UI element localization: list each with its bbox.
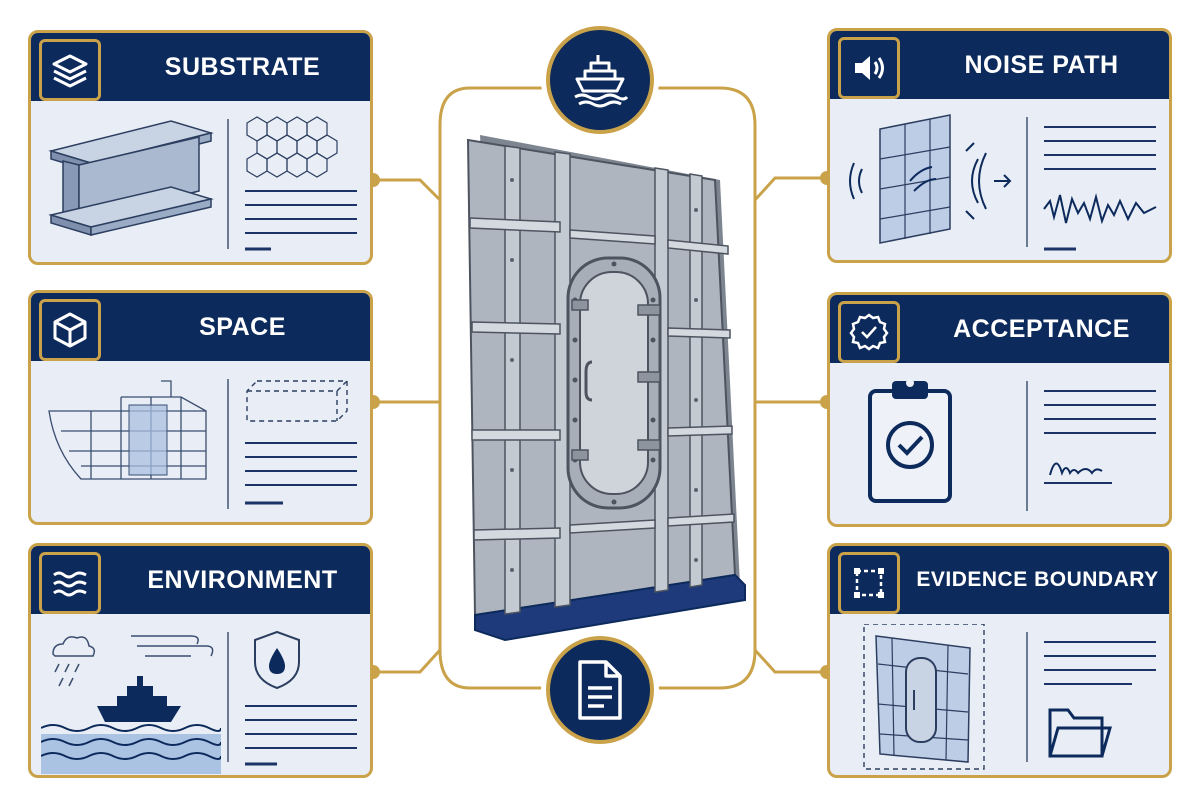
signature-notes: [1044, 390, 1156, 484]
top-hub: [546, 26, 654, 134]
panel-divider: [1026, 381, 1028, 511]
panel-badge: [838, 552, 900, 614]
clipboard-check-illustration: [868, 379, 952, 503]
panel-divider: [227, 632, 229, 762]
panel-title: EVIDENCE BOUNDARY: [916, 568, 1159, 591]
panel-badge: [39, 552, 101, 614]
panel-title: ENVIRONMENT: [147, 565, 338, 594]
bulkhead-boundary-illustration: [863, 624, 985, 770]
panel-environment: ENVIRONMENT: [28, 543, 373, 778]
panel-divider: [1026, 632, 1028, 762]
central-frame: [438, 86, 757, 690]
door-panel: [579, 271, 649, 495]
panel-title: NOISE PATH: [964, 50, 1119, 79]
award-seal-icon: [849, 313, 889, 351]
panel-badge: [838, 301, 900, 363]
panel-divider: [227, 379, 229, 509]
bulkhead-illustration: [466, 135, 746, 642]
shield-droplet-notes: [245, 630, 357, 766]
folder-notes: [1044, 641, 1156, 758]
layers-icon: [52, 54, 88, 88]
steel-beam-illustration: [48, 120, 214, 237]
panel-title: ACCEPTANCE: [953, 314, 1130, 343]
sound-through-wall-illustration: [849, 114, 1012, 244]
connector-lines: [373, 176, 827, 674]
document-icon: [578, 660, 622, 720]
panel-divider: [1026, 117, 1028, 247]
panel-space: SPACE: [28, 290, 373, 525]
dashed-box-notes: [245, 380, 357, 505]
ship-icon: [574, 55, 629, 108]
panel-badge: [39, 299, 101, 361]
waveform-notes: [1043, 126, 1157, 251]
panel-badge: [838, 37, 900, 99]
panel-evidence-boundary: EVIDENCE BOUNDARY: [827, 543, 1172, 778]
dashed-square-icon: [854, 568, 884, 598]
hull-compartment-illustration: [48, 380, 207, 480]
panel-substrate: SUBSTRATE: [28, 30, 373, 265]
speaker-icon: [855, 56, 884, 80]
panel-title: SPACE: [199, 312, 286, 341]
panel-acceptance: ACCEPTANCE: [827, 292, 1172, 527]
panel-title: SUBSTRATE: [164, 52, 321, 81]
panel-noise-path: NOISE PATH: [827, 28, 1172, 263]
weather-ship-illustration: [41, 635, 221, 774]
cube-icon: [53, 312, 87, 348]
hexagon-notes: [245, 116, 357, 251]
panel-badge: [39, 39, 101, 101]
panel-divider: [227, 119, 229, 249]
waves-icon: [53, 571, 87, 597]
bottom-hub: [546, 636, 654, 744]
